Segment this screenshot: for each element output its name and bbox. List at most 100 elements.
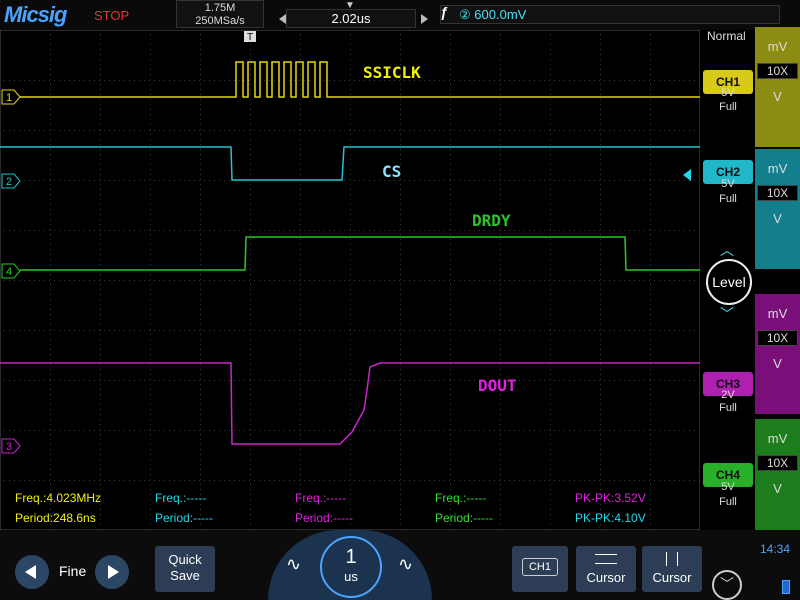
grid-dot (499, 230, 500, 231)
grid-dot (169, 330, 170, 331)
grid-dot (50, 159, 51, 160)
fine-label[interactable]: Fine (59, 563, 87, 579)
grid-dot (394, 280, 395, 281)
grid-dot (250, 394, 251, 395)
grid-dot (584, 430, 585, 431)
grid-dot (109, 80, 110, 81)
grid-dot (24, 480, 25, 481)
cursor-vertical-button[interactable]: Cursor (642, 546, 702, 592)
ch1-button[interactable]: CH1 (703, 70, 753, 94)
grid-dot (634, 130, 635, 131)
ch4-button[interactable]: CH4 (703, 463, 753, 487)
level-button[interactable]: Level (706, 259, 752, 305)
grid-dot (49, 330, 50, 331)
grid-dot (300, 239, 301, 240)
ch1-unit-v[interactable]: V (773, 89, 782, 104)
grid-dot (550, 139, 551, 140)
grid-dot (149, 430, 150, 431)
level-up-icon[interactable]: ︿ (720, 242, 734, 258)
fine-left-button[interactable] (15, 555, 49, 589)
grid-dot (50, 514, 51, 515)
grid-dot (4, 230, 5, 231)
grid-dot (600, 499, 601, 500)
grid-dot (400, 334, 401, 335)
grid-dot (650, 49, 651, 50)
grid-dot (469, 430, 470, 431)
ch1-vertical-panel[interactable]: mV 10X V (755, 27, 800, 147)
grid-dot (200, 109, 201, 110)
grid-dot (309, 430, 310, 431)
grid-dot (150, 429, 151, 430)
wave-right-icon[interactable]: ∿ (398, 554, 414, 574)
grid-dot (100, 74, 101, 75)
offset-right-arrow-icon[interactable] (421, 14, 428, 24)
ch4-probe-ratio[interactable]: 10X (757, 455, 798, 471)
quick-save-button[interactable]: Quick Save (155, 546, 215, 592)
grid-dot (350, 199, 351, 200)
ch3-probe-ratio[interactable]: 10X (757, 330, 798, 346)
grid-dot (104, 80, 105, 81)
cursor-horizontal-button[interactable]: Cursor (576, 546, 636, 592)
grid-dot (699, 280, 700, 281)
ch2-unit-v[interactable]: V (773, 211, 782, 226)
grid-dot (364, 230, 365, 231)
grid-dot (150, 279, 151, 280)
ch3-vertical-panel[interactable]: mV 10X V (755, 294, 800, 414)
grid-dot (300, 214, 301, 215)
grid-dot (389, 180, 390, 181)
grid-dot (450, 64, 451, 65)
grid-dot (50, 49, 51, 50)
grid-dot (50, 524, 51, 525)
ch3-unit-v[interactable]: V (773, 356, 782, 371)
fine-right-button[interactable] (95, 555, 129, 589)
ch4-marker-label: 4 (6, 266, 12, 278)
grid-dot (309, 80, 310, 81)
ch3-button[interactable]: CH3 (703, 372, 753, 396)
grid-dot (100, 274, 101, 275)
ch4-unit-mv[interactable]: mV (767, 431, 788, 446)
acquisition-info[interactable]: 1.75M 250MSa/s (176, 0, 264, 28)
ch3-unit-mv[interactable]: mV (767, 306, 788, 321)
grid-dot (100, 319, 101, 320)
channel-select-button[interactable]: CH1 (512, 546, 568, 592)
grid-dot (600, 444, 601, 445)
grid-dot (250, 189, 251, 190)
grid-dot (669, 430, 670, 431)
ch1-probe-ratio[interactable]: 10X (757, 63, 798, 79)
menu-chevron-icon[interactable]: ﹀ (712, 570, 742, 600)
ch2-probe-ratio[interactable]: 10X (757, 185, 798, 201)
ch1-unit-mv[interactable]: mV (767, 39, 788, 54)
grid-dot (339, 330, 340, 331)
run-status-badge[interactable]: STOP (94, 8, 130, 23)
grid-dot (34, 180, 35, 181)
grid-dot (500, 389, 501, 390)
grid-dot (569, 430, 570, 431)
grid-dot (250, 519, 251, 520)
grid-dot (534, 480, 535, 481)
level-down-icon[interactable]: ﹀ (720, 306, 734, 322)
grid-dot (4, 430, 5, 431)
grid-dot (500, 144, 501, 145)
trigger-mode[interactable]: Normal (707, 29, 746, 43)
offset-left-arrow-icon[interactable] (279, 14, 286, 24)
time-offset-display[interactable]: 2.02us (286, 9, 416, 28)
ch2-unit-mv[interactable]: mV (767, 161, 788, 176)
grid-dot (204, 180, 205, 181)
trigger-settings[interactable]: ② 600.0mV (440, 5, 780, 24)
grid-dot (99, 380, 100, 381)
grid-dot (134, 480, 135, 481)
ch2-button[interactable]: CH2 (703, 160, 753, 184)
wave-left-icon[interactable]: ∿ (286, 554, 302, 574)
timebase-readout[interactable]: 1 us (320, 536, 382, 598)
horizontal-cursor-icon (595, 554, 617, 564)
ch4-vertical-panel[interactable]: mV 10X V (755, 419, 800, 539)
grid-dot (449, 330, 450, 331)
grid-dot (300, 384, 301, 385)
ch4-unit-v[interactable]: V (773, 481, 782, 496)
grid-dot (200, 309, 201, 310)
ch2-vertical-panel[interactable]: mV 10X V (755, 149, 800, 269)
grid-dot (539, 480, 540, 481)
grid-dot (650, 414, 651, 415)
